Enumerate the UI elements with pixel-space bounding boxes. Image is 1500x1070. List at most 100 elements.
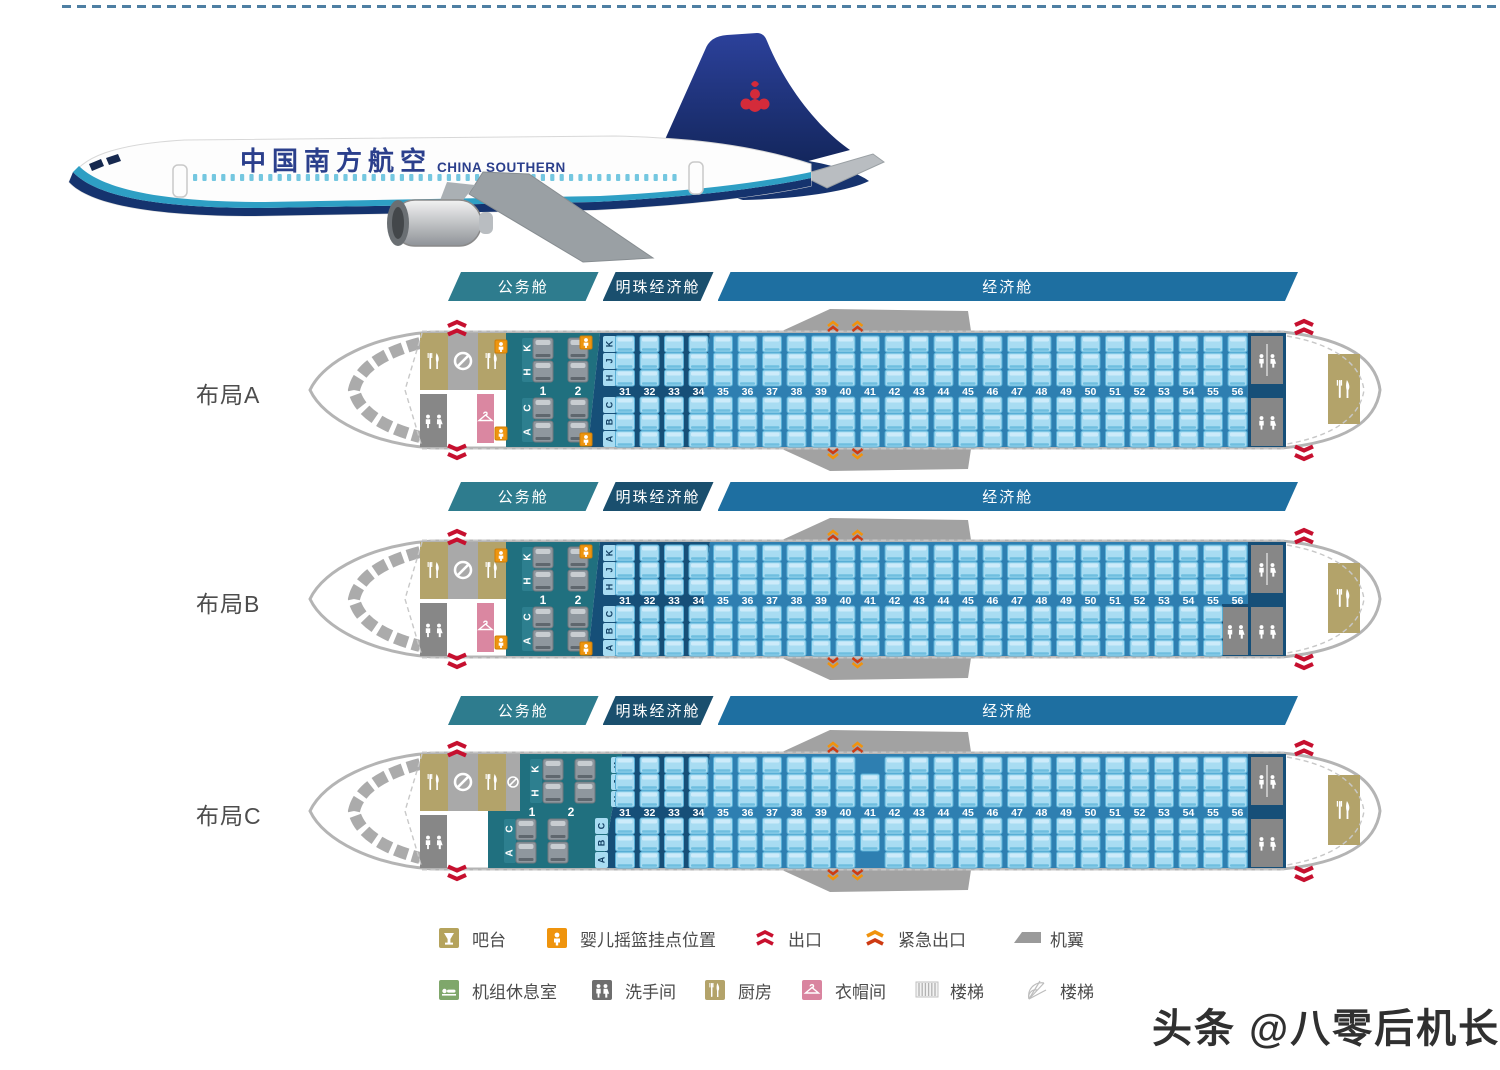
seat-32B[interactable] [639, 413, 660, 431]
seat-51A[interactable] [1105, 639, 1125, 657]
seat-44J[interactable] [933, 773, 954, 791]
seat-43J[interactable] [909, 561, 929, 579]
seat-46A[interactable] [982, 639, 1003, 657]
seat-51B[interactable] [1105, 413, 1125, 431]
seat-2C[interactable] [567, 606, 589, 629]
seat-55J[interactable] [1203, 561, 1223, 579]
seat-40H[interactable] [835, 578, 856, 596]
seat-43A[interactable] [909, 851, 929, 869]
seat-53J[interactable] [1154, 561, 1174, 579]
seat-45J[interactable] [958, 773, 978, 791]
seat-43H[interactable] [909, 790, 929, 808]
seat-50K[interactable] [1080, 335, 1101, 353]
seat-49H[interactable] [1056, 578, 1076, 596]
seat-33K[interactable] [664, 335, 684, 353]
seat-50C[interactable] [1080, 396, 1101, 414]
seat-41H[interactable] [860, 369, 880, 387]
seat-33C[interactable] [664, 817, 684, 835]
seat-53C[interactable] [1154, 605, 1174, 623]
seat-32A[interactable] [639, 639, 660, 657]
seat-39A[interactable] [811, 430, 831, 448]
seat-52B[interactable] [1129, 622, 1150, 640]
seat-55K[interactable] [1203, 544, 1223, 562]
seat-31H[interactable] [615, 369, 635, 387]
seat-46K[interactable] [982, 756, 1003, 774]
seat-43K[interactable] [909, 756, 929, 774]
seat-49B[interactable] [1056, 834, 1076, 852]
seat-44B[interactable] [933, 622, 954, 640]
seat-38K[interactable] [786, 335, 807, 353]
seat-31J[interactable] [615, 561, 635, 579]
seat-47H[interactable] [1007, 790, 1027, 808]
seat-46J[interactable] [982, 561, 1003, 579]
seat-31J[interactable] [615, 773, 635, 791]
seat-54J[interactable] [1178, 561, 1199, 579]
seat-49J[interactable] [1056, 352, 1076, 370]
seat-50B[interactable] [1080, 622, 1101, 640]
seat-50C[interactable] [1080, 817, 1101, 835]
seat-41J[interactable] [860, 352, 880, 370]
seat-40B[interactable] [835, 622, 856, 640]
seat-49A[interactable] [1056, 639, 1076, 657]
seat-2C[interactable] [547, 818, 569, 841]
seat-46B[interactable] [982, 413, 1003, 431]
seat-41C[interactable] [860, 817, 880, 835]
seat-41K[interactable] [860, 544, 880, 562]
seat-51J[interactable] [1105, 561, 1125, 579]
seat-46B[interactable] [982, 622, 1003, 640]
seat-35K[interactable] [713, 335, 733, 353]
seat-50C[interactable] [1080, 605, 1101, 623]
seat-50K[interactable] [1080, 544, 1101, 562]
seat-56A[interactable] [1227, 851, 1248, 869]
seat-45A[interactable] [958, 430, 978, 448]
seat-39A[interactable] [811, 851, 831, 869]
seat-36B[interactable] [737, 622, 758, 640]
seat-37C[interactable] [762, 396, 782, 414]
seat-49C[interactable] [1056, 396, 1076, 414]
seat-55H[interactable] [1203, 790, 1223, 808]
seat-42J[interactable] [884, 561, 905, 579]
seat-49B[interactable] [1056, 413, 1076, 431]
seat-42B[interactable] [884, 622, 905, 640]
seat-31J[interactable] [615, 352, 635, 370]
seat-37J[interactable] [762, 773, 782, 791]
seat-42B[interactable] [884, 834, 905, 852]
seat-47A[interactable] [1007, 639, 1027, 657]
seat-50B[interactable] [1080, 834, 1101, 852]
seat-33A[interactable] [664, 430, 684, 448]
seat-36B[interactable] [737, 834, 758, 852]
seat-55H[interactable] [1203, 369, 1223, 387]
seat-51C[interactable] [1105, 817, 1125, 835]
seat-44J[interactable] [933, 352, 954, 370]
seat-2K[interactable] [567, 546, 589, 569]
seat-53H[interactable] [1154, 369, 1174, 387]
seat-37B[interactable] [762, 834, 782, 852]
seat-47H[interactable] [1007, 578, 1027, 596]
seat-36H[interactable] [737, 790, 758, 808]
seat-48C[interactable] [1031, 605, 1052, 623]
seat-54J[interactable] [1178, 773, 1199, 791]
seat-42J[interactable] [884, 352, 905, 370]
seat-2K[interactable] [574, 758, 596, 781]
seat-54A[interactable] [1178, 639, 1199, 657]
seat-39C[interactable] [811, 817, 831, 835]
seat-48J[interactable] [1031, 561, 1052, 579]
seat-50J[interactable] [1080, 561, 1101, 579]
seat-48J[interactable] [1031, 352, 1052, 370]
seat-54B[interactable] [1178, 834, 1199, 852]
seat-53C[interactable] [1154, 396, 1174, 414]
seat-34K[interactable] [688, 756, 709, 774]
seat-35H[interactable] [713, 578, 733, 596]
seat-39H[interactable] [811, 578, 831, 596]
seat-51K[interactable] [1105, 544, 1125, 562]
seat-2H[interactable] [567, 569, 589, 592]
seat-49A[interactable] [1056, 430, 1076, 448]
seat-39J[interactable] [811, 773, 831, 791]
seat-31B[interactable] [615, 834, 635, 852]
seat-38H[interactable] [786, 790, 807, 808]
seat-32K[interactable] [639, 544, 660, 562]
seat-37J[interactable] [762, 561, 782, 579]
seat-34A[interactable] [688, 430, 709, 448]
seat-56J[interactable] [1227, 561, 1248, 579]
seat-52C[interactable] [1129, 605, 1150, 623]
